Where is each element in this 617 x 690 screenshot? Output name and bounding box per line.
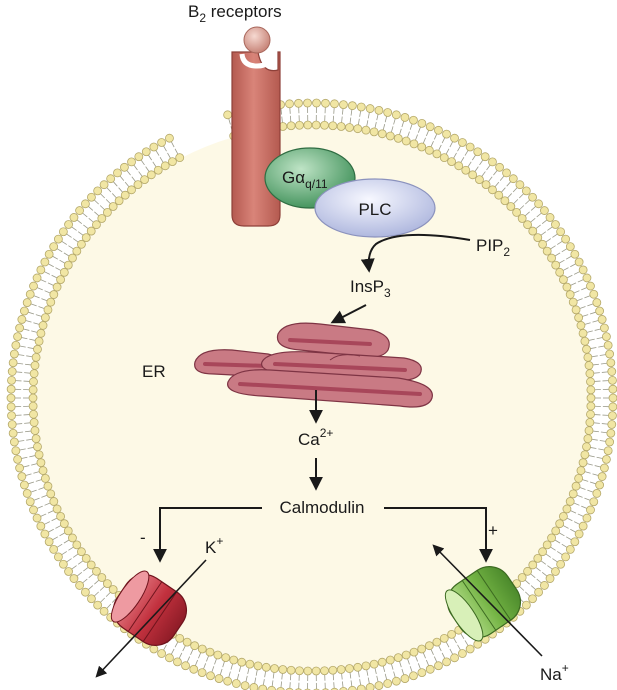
- plc-enzyme-icon: [314, 178, 436, 238]
- potassium-label: K+: [205, 534, 223, 557]
- receptor-label: B2 receptors: [188, 2, 282, 25]
- potassium-channel-icon: [110, 570, 188, 646]
- pip2-to-insp3-arrow: [360, 233, 471, 273]
- insp3-label: InsP3: [350, 277, 391, 300]
- b2-receptor-icon: [231, 51, 281, 227]
- calmodulin-label: Calmodulin: [279, 498, 364, 517]
- plc-label: PLC: [358, 200, 391, 219]
- na-influx-arrow: [432, 544, 543, 657]
- insp3-to-er-arrow: [330, 304, 367, 324]
- calmodulin-to-na-channel-arrow: [384, 507, 493, 563]
- sodium-channel-icon: [444, 566, 522, 642]
- calmodulin-to-k-channel-arrow: [153, 507, 262, 563]
- sodium-label: Na+: [540, 661, 569, 684]
- galpha-label: Gαq/11: [282, 168, 328, 191]
- inhibition-sign: -: [140, 528, 146, 547]
- pip2-label: PIP2: [476, 236, 510, 259]
- calcium-label: Ca2+: [298, 426, 333, 449]
- bradykinin-ligand-icon: [239, 26, 275, 69]
- activation-sign: +: [488, 521, 498, 540]
- endoplasmic-reticulum-icon: [194, 322, 433, 408]
- er-label: ER: [142, 362, 166, 381]
- k-efflux-arrow: [95, 559, 207, 678]
